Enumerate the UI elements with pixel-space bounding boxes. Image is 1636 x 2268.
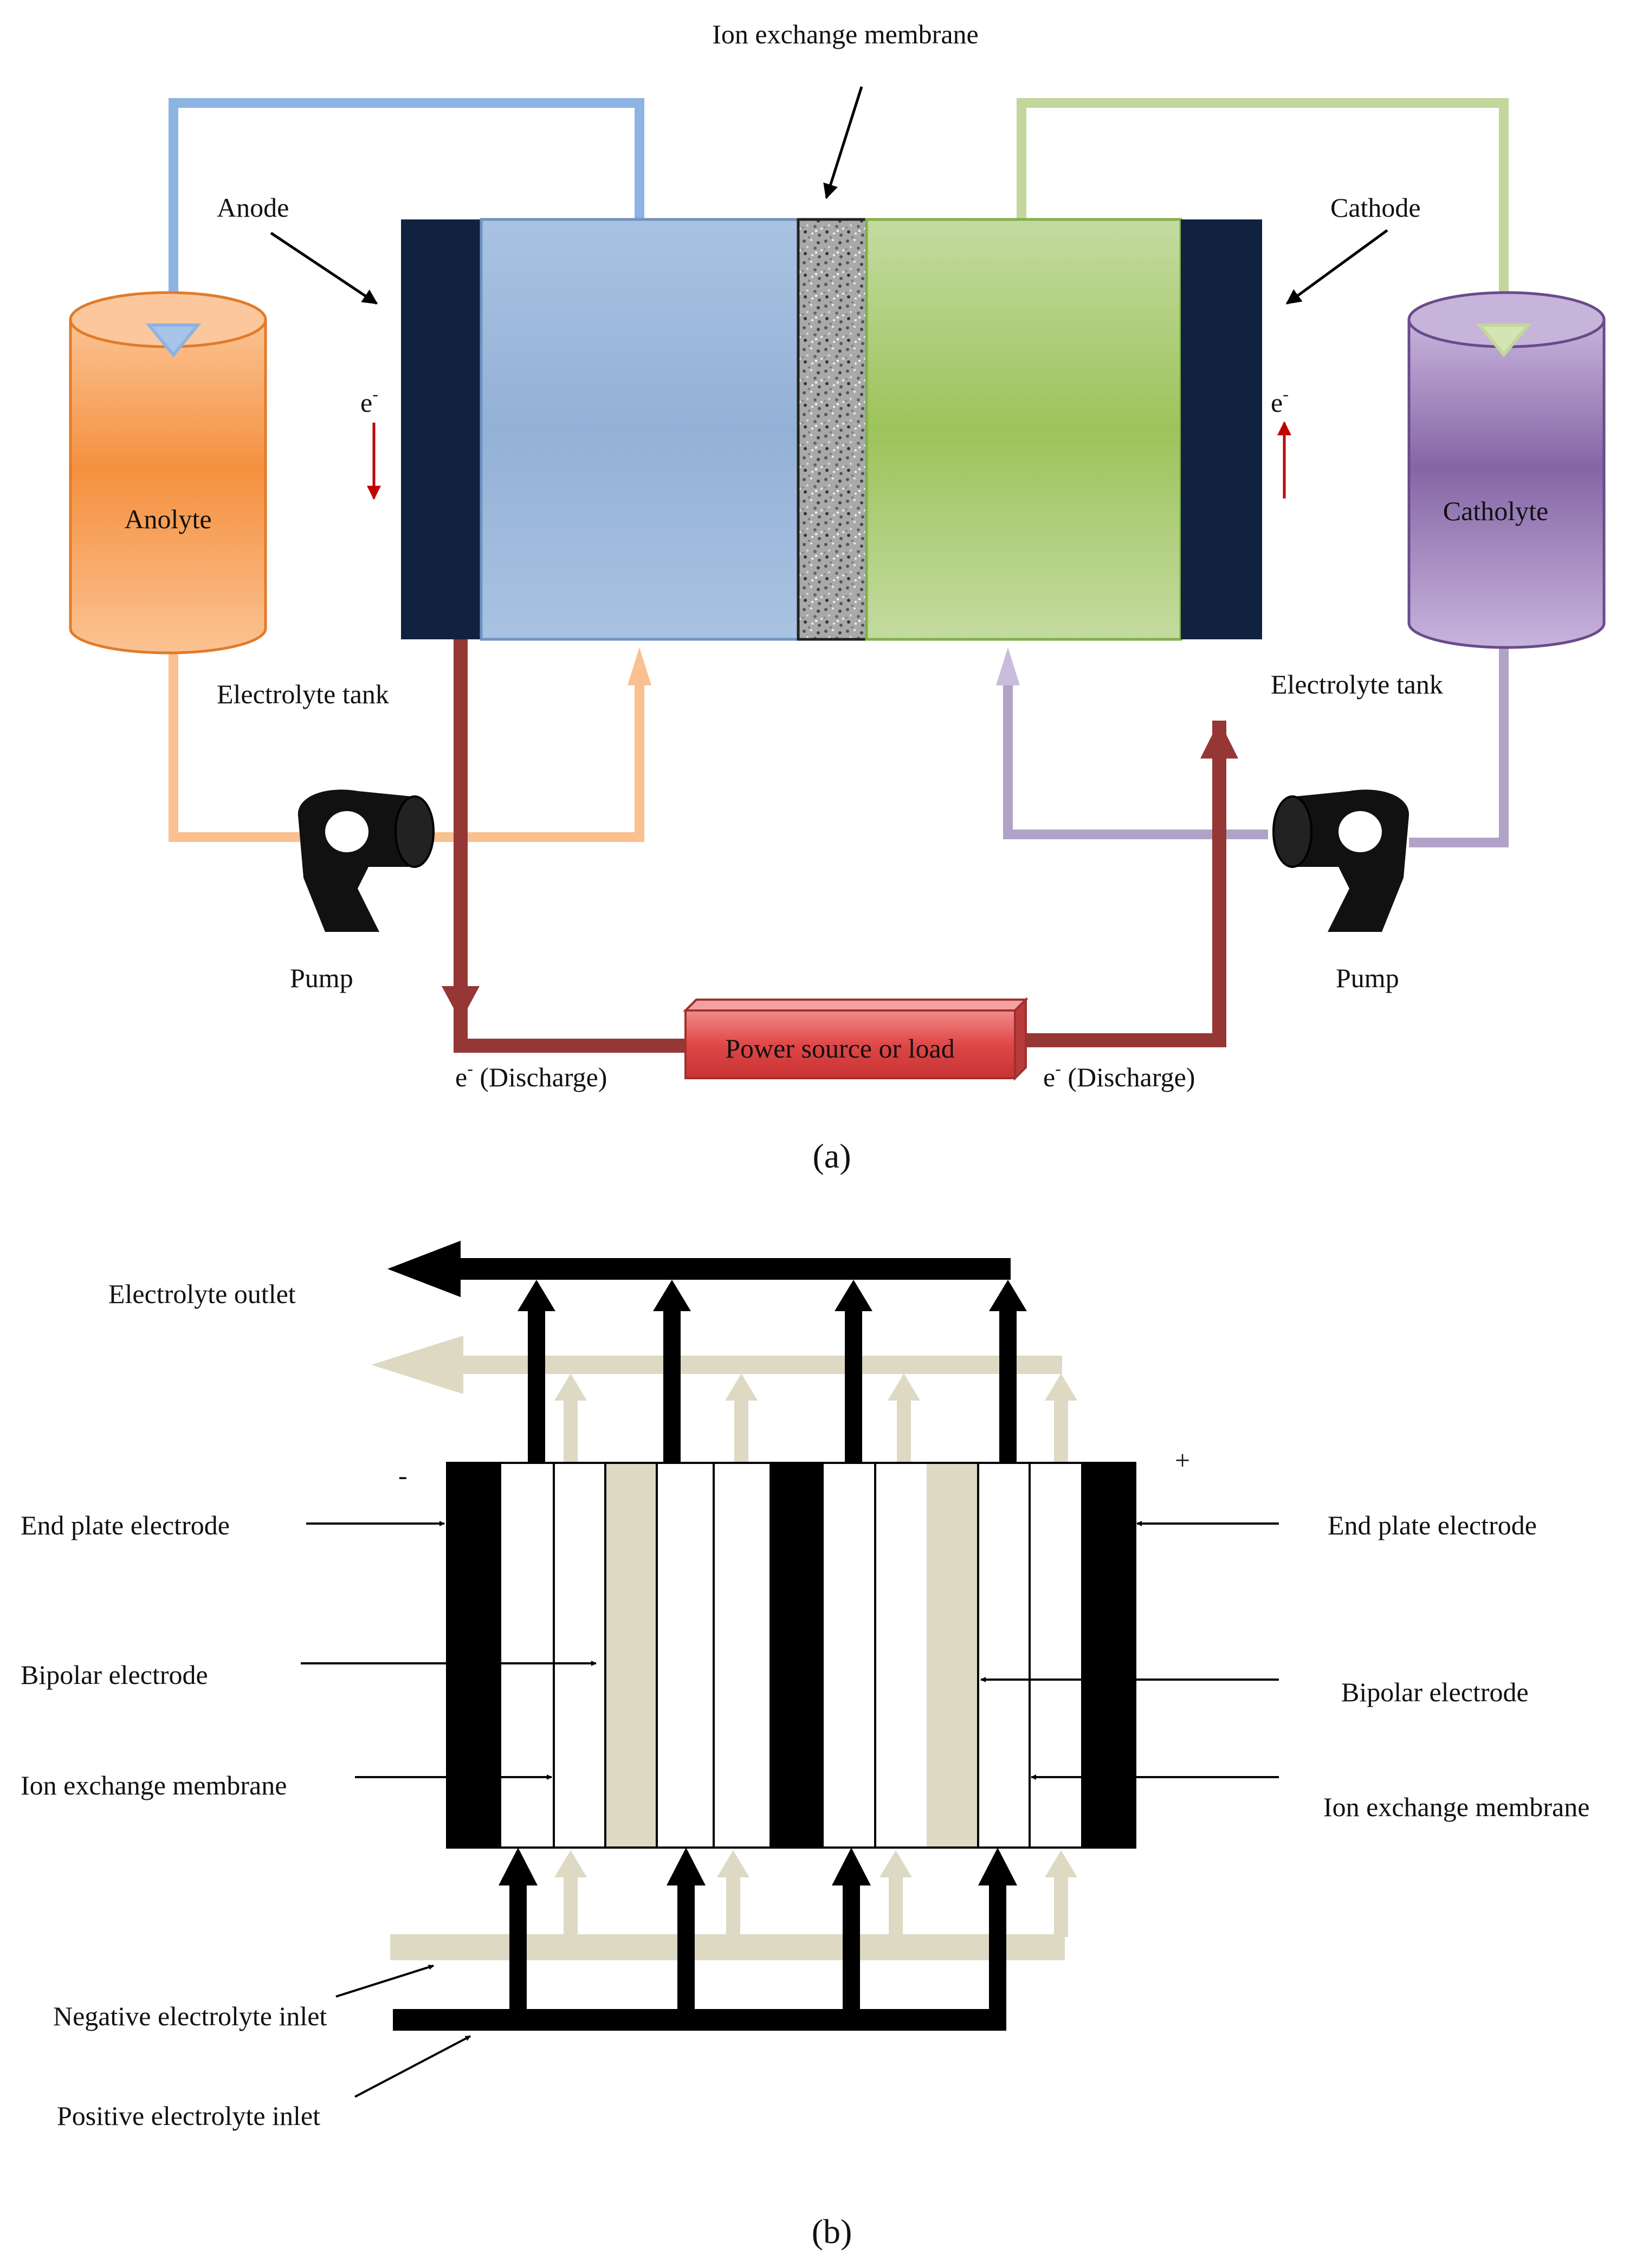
catholyte-tank xyxy=(1407,291,1606,649)
neg-inlet-arrow xyxy=(335,1964,434,1998)
circuit-right-arrowhead xyxy=(1200,721,1238,759)
pump-right-label: Pump xyxy=(1336,963,1399,993)
membrane-dividers xyxy=(553,1463,1031,1848)
cathode-pointer-arrow xyxy=(1285,229,1388,305)
anode-pointer-arrow xyxy=(270,231,378,305)
membrane-right-label: Ion exchange membrane xyxy=(1323,1792,1589,1822)
ion-exchange-membrane xyxy=(797,218,868,641)
anolyte-return-arrowhead-top xyxy=(145,323,202,358)
tank-left-label: Electrolyte tank xyxy=(217,679,389,709)
panel-a-caption: (a) xyxy=(812,1137,851,1175)
discharge-label-right: e- (Discharge) xyxy=(1043,1059,1195,1092)
panel-b: Electrolyte outlet - + End plate electro… xyxy=(21,1241,1589,2251)
positive-inlet-branches xyxy=(554,1850,1077,1937)
membrane-pointer-arrow xyxy=(823,86,863,199)
membrane-left-label: Ion exchange membrane xyxy=(21,1770,287,1800)
tank-right-label: Electrolyte tank xyxy=(1271,669,1443,699)
plus-sign: + xyxy=(1175,1445,1190,1475)
anolyte-supply-arrowhead xyxy=(628,647,651,685)
positive-outlet-manifold xyxy=(371,1336,1062,1394)
end-plate-electrode-right xyxy=(1081,1463,1135,1848)
pump-left-icon xyxy=(298,789,435,932)
power-source-label: Power source or load xyxy=(725,1033,955,1064)
anode-electrode xyxy=(401,219,482,639)
negative-inlet-branches xyxy=(499,1848,1017,2031)
negative-inlet-manifold xyxy=(393,2009,1005,2031)
catholyte-chamber xyxy=(865,218,1182,641)
anolyte-chamber xyxy=(480,218,800,641)
catholyte-supply-pipe-2 xyxy=(1003,677,1268,839)
discharge-label-left: e- (Discharge) xyxy=(455,1059,607,1092)
end-plate-left-label: End plate electrode xyxy=(21,1510,230,1540)
pos-inlet-arrow xyxy=(354,2035,471,2098)
bipolar-electrode-center xyxy=(769,1463,824,1848)
cell-stack xyxy=(446,1462,1136,1849)
catholyte-label: Catholyte xyxy=(1443,496,1548,526)
pump-right-icon xyxy=(1272,789,1409,932)
bipolar-left-label: Bipolar electrode xyxy=(21,1660,208,1690)
pump-left-label: Pump xyxy=(290,963,353,993)
outlet-label: Electrolyte outlet xyxy=(108,1279,296,1309)
end-plate-electrode-left xyxy=(447,1463,501,1848)
circuit-left-wire xyxy=(454,639,686,1053)
cathode-label: Cathode xyxy=(1330,192,1421,223)
circuit-right-wire xyxy=(1013,721,1226,1047)
minus-sign: - xyxy=(398,1460,408,1491)
bipolar-electrode-2 xyxy=(927,1463,978,1848)
bipolar-electrode-1 xyxy=(605,1463,657,1848)
negative-outlet-manifold xyxy=(387,1241,1011,1297)
anolyte-label: Anolyte xyxy=(124,504,211,534)
end-plate-right-label: End plate electrode xyxy=(1328,1510,1537,1540)
positive-outlet-branches xyxy=(554,1373,1077,1463)
catholyte-supply-pipe xyxy=(1409,642,1509,847)
panel-b-caption: (b) xyxy=(812,2212,852,2251)
positive-inlet-manifold xyxy=(390,1934,1065,1960)
anolyte-return-pipe xyxy=(169,98,644,328)
negative-outlet-branches xyxy=(518,1280,1027,1463)
catholyte-return-arrowhead-top xyxy=(1476,323,1532,358)
pos-inlet-label: Positive electrolyte inlet xyxy=(57,2101,320,2131)
power-source-box xyxy=(683,997,1029,1081)
bipolar-right-label: Bipolar electrode xyxy=(1341,1677,1529,1707)
anode-label: Anode xyxy=(217,192,289,223)
catholyte-supply-arrowhead xyxy=(996,647,1020,685)
catholyte-return-pipe xyxy=(1017,98,1509,325)
circuit-left-arrowhead xyxy=(442,986,480,1021)
membrane-label: Ion exchange membrane xyxy=(712,19,978,49)
anolyte-tank xyxy=(69,291,267,655)
cathode-electrode xyxy=(1181,219,1262,639)
panel-a: Ion exchange membrane Anode Cathode Anol… xyxy=(69,19,1606,1175)
electron-label-right: e- xyxy=(1271,384,1289,418)
electron-label-left: e- xyxy=(360,384,378,418)
neg-inlet-label: Negative electrolyte inlet xyxy=(53,2001,327,2031)
